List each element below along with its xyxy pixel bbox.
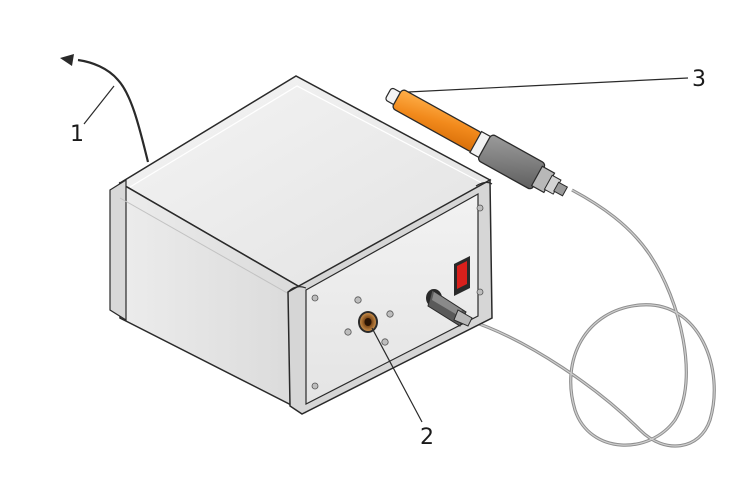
screw xyxy=(476,288,484,296)
power-cable xyxy=(60,54,150,163)
probe xyxy=(385,87,569,197)
screw xyxy=(311,294,319,302)
control-box xyxy=(109,75,493,415)
output-socket xyxy=(358,311,378,333)
probe-cable xyxy=(467,188,716,448)
leader-line-3 xyxy=(407,77,689,93)
power-switch xyxy=(454,256,470,296)
screw xyxy=(476,204,484,212)
arrow-icon xyxy=(60,54,74,66)
screw xyxy=(311,382,319,390)
callout-label-3: 3 xyxy=(692,67,706,92)
cable-connector xyxy=(426,289,473,327)
front-panel xyxy=(305,192,479,405)
callout-label-1: 1 xyxy=(70,122,84,147)
leader-line-2 xyxy=(371,327,423,423)
leader-line-1 xyxy=(83,85,115,125)
callout-label-2: 2 xyxy=(420,425,434,450)
